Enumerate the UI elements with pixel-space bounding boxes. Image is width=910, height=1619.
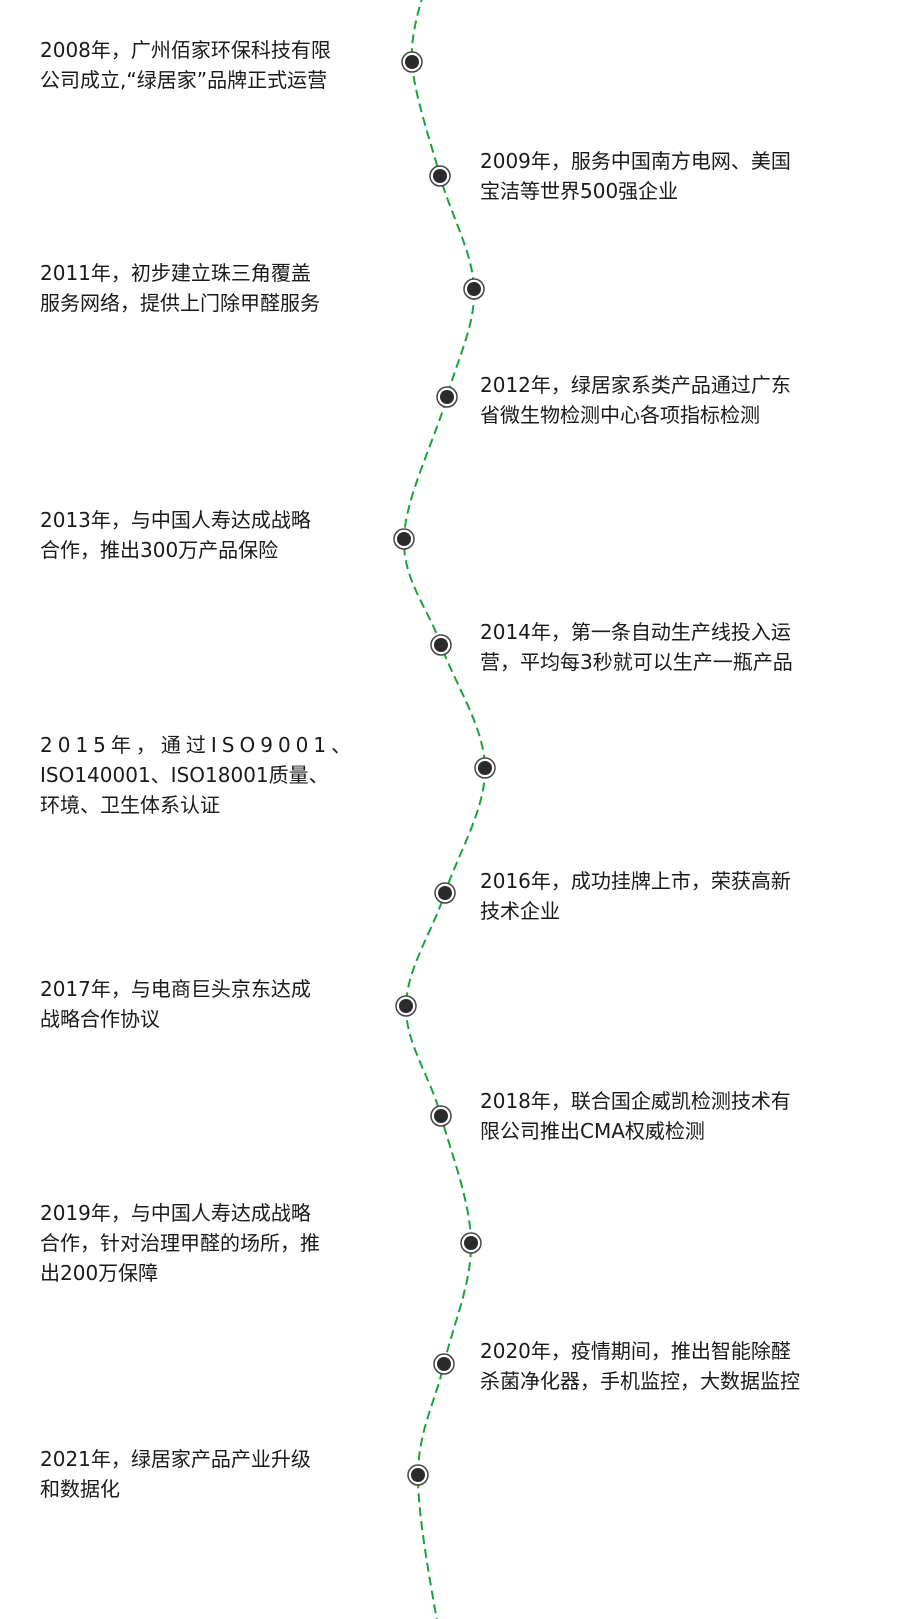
timeline-dot-2013 xyxy=(393,528,415,550)
timeline-event-2009: 2009年，服务中国南方电网、美国宝洁等世界500强企业 xyxy=(480,146,791,206)
timeline-dot-2015 xyxy=(474,757,496,779)
timeline-dot-2020 xyxy=(433,1353,455,1375)
event-text-line: 宝洁等世界500强企业 xyxy=(480,179,679,203)
timeline-dot-2017 xyxy=(395,995,417,1017)
timeline-dot-2018 xyxy=(430,1105,452,1127)
timeline-dot-2021 xyxy=(407,1464,429,1486)
event-text-line: 服务网络，提供上门除甲醛服务 xyxy=(40,291,320,315)
timeline-event-2015: 2015年，通过ISO9001、 ISO140001、ISO18001质量、环境、… xyxy=(40,730,356,820)
timeline-dot-2011 xyxy=(463,278,485,300)
event-text-line: 2013年，与中国人寿达成战略 xyxy=(40,508,311,532)
event-text-line: 2009年，服务中国南方电网、美国 xyxy=(480,149,791,173)
event-text-line: 公司成立,“绿居家”品牌正式运营 xyxy=(40,68,328,92)
timeline-dot-2012 xyxy=(436,386,458,408)
timeline-dot-2016 xyxy=(434,882,456,904)
event-text-line: 2011年，初步建立珠三角覆盖 xyxy=(40,261,311,285)
event-text-line: 技术企业 xyxy=(480,899,560,923)
timeline-event-2018: 2018年，联合国企威凯检测技术有限公司推出CMA权威检测 xyxy=(480,1086,791,1146)
event-text-line: 环境、卫生体系认证 xyxy=(40,793,220,817)
timeline-event-2020: 2020年，疫情期间，推出智能除醛杀菌净化器，手机监控，大数据监控 xyxy=(480,1336,800,1396)
timeline-event-2016: 2016年，成功挂牌上市，荣获高新技术企业 xyxy=(480,866,791,926)
event-text-line: ISO140001、ISO18001质量、 xyxy=(40,763,329,787)
event-text-line: 2008年，广州佰家环保科技有限 xyxy=(40,38,331,62)
timeline-event-2012: 2012年，绿居家系类产品通过广东省微生物检测中心各项指标检测 xyxy=(480,370,791,430)
event-text-line: 2017年，与电商巨头京东达成 xyxy=(40,977,311,1001)
timeline-event-2014: 2014年，第一条自动生产线投入运营，平均每3秒就可以生产一瓶产品 xyxy=(480,617,793,677)
event-text-line: 2020年，疫情期间，推出智能除醛 xyxy=(480,1339,791,1363)
event-text-line: 限公司推出CMA权威检测 xyxy=(480,1119,705,1143)
event-text-line: 营，平均每3秒就可以生产一瓶产品 xyxy=(480,650,793,674)
timeline-event-2008: 2008年，广州佰家环保科技有限公司成立,“绿居家”品牌正式运营 xyxy=(40,35,331,95)
event-text-line: 合作，推出300万产品保险 xyxy=(40,538,279,562)
timeline-event-2013: 2013年，与中国人寿达成战略合作，推出300万产品保险 xyxy=(40,505,311,565)
event-text-line: 2016年，成功挂牌上市，荣获高新 xyxy=(480,869,791,893)
timeline-dot-2014 xyxy=(430,634,452,656)
event-text-line: 2015年，通过ISO9001、 xyxy=(40,733,357,757)
timeline-dot-2009 xyxy=(429,165,451,187)
event-text-line: 出200万保障 xyxy=(40,1261,159,1285)
event-text-line: 杀菌净化器，手机监控，大数据监控 xyxy=(480,1369,800,1393)
timeline-event-2011: 2011年，初步建立珠三角覆盖服务网络，提供上门除甲醛服务 xyxy=(40,258,320,318)
timeline-event-2019: 2019年，与中国人寿达成战略合作，针对治理甲醛的场所，推出200万保障 xyxy=(40,1198,320,1288)
event-text-line: 2021年，绿居家产品产业升级 xyxy=(40,1447,311,1471)
event-text-line: 2019年，与中国人寿达成战略 xyxy=(40,1201,311,1225)
timeline-event-2021: 2021年，绿居家产品产业升级和数据化 xyxy=(40,1444,311,1504)
event-text-line: 2012年，绿居家系类产品通过广东 xyxy=(480,373,791,397)
timeline-dot-2019 xyxy=(460,1232,482,1254)
event-text-line: 2018年，联合国企威凯检测技术有 xyxy=(480,1089,791,1113)
event-text-line: 2014年，第一条自动生产线投入运 xyxy=(480,620,791,644)
timeline-event-2017: 2017年，与电商巨头京东达成战略合作协议 xyxy=(40,974,311,1034)
event-text-line: 和数据化 xyxy=(40,1477,120,1501)
event-text-line: 省微生物检测中心各项指标检测 xyxy=(480,403,760,427)
timeline-dashed-line xyxy=(402,0,487,1619)
event-text-line: 战略合作协议 xyxy=(40,1007,160,1031)
event-text-line: 合作，针对治理甲醛的场所，推 xyxy=(40,1231,320,1255)
timeline-dot-2008 xyxy=(401,51,423,73)
